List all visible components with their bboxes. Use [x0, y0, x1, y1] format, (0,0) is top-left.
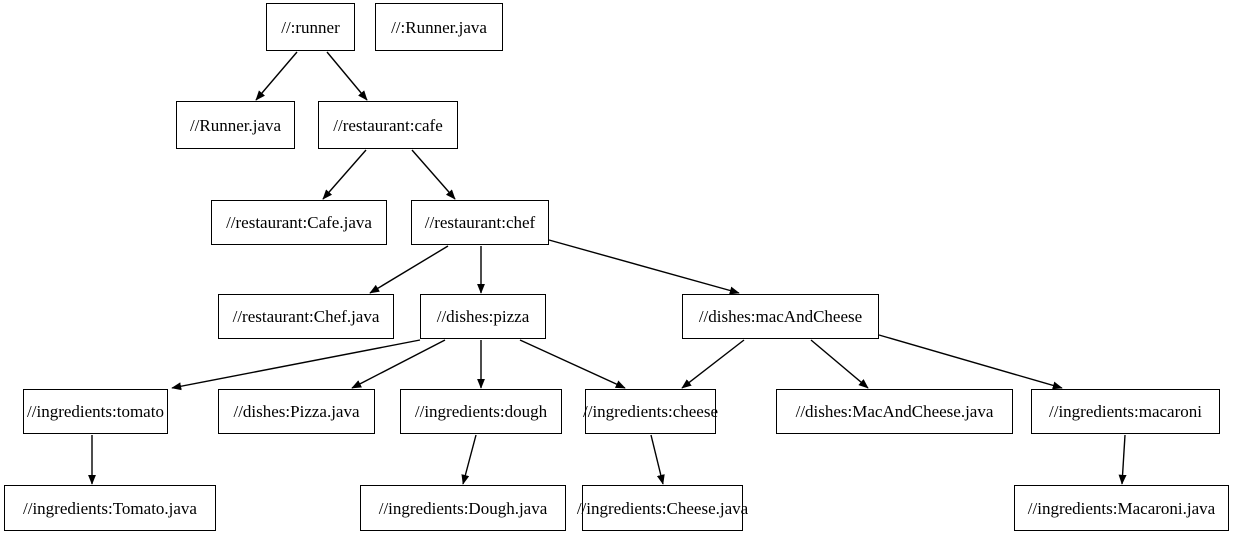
- graph-node-restaurant_cafe[interactable]: //restaurant:cafe: [318, 101, 458, 149]
- graph-node-dishes_pizza_java[interactable]: //dishes:Pizza.java: [218, 389, 375, 434]
- graph-node-label: //restaurant:chef: [424, 213, 536, 232]
- graph-node-label: //ingredients:tomato: [27, 402, 164, 421]
- graph-node-label: //dishes:macAndCheese: [698, 307, 863, 326]
- graph-node-restaurant_chef[interactable]: //restaurant:chef: [411, 200, 549, 245]
- graph-node-ing_macaroni[interactable]: //ingredients:macaroni: [1031, 389, 1220, 434]
- graph-node-label: //restaurant:cafe: [333, 115, 443, 135]
- graph-node-runner_java[interactable]: //Runner.java: [176, 101, 295, 149]
- graph-node-label: //ingredients:Dough.java: [378, 498, 548, 518]
- graph-node-label: //dishes:MacAndCheese.java: [795, 402, 994, 421]
- graph-node-label: //ingredients:macaroni: [1049, 402, 1202, 421]
- graph-node-ing_dough[interactable]: //ingredients:dough: [400, 389, 562, 434]
- graph-node-dishes_macandcheese_java[interactable]: //dishes:MacAndCheese.java: [776, 389, 1013, 434]
- graph-node-label: //ingredients:Macaroni.java: [1027, 498, 1216, 518]
- graph-node-runner_java_root[interactable]: //:Runner.java: [375, 3, 503, 51]
- graph-node-ing_tomato[interactable]: //ingredients:tomato: [23, 389, 168, 434]
- graph-node-label: //dishes:pizza: [436, 307, 530, 326]
- graph-node-label: //restaurant:Chef.java: [232, 307, 380, 326]
- graph-node-runner[interactable]: //:runner: [266, 3, 355, 51]
- graph-node-restaurant_cafe_java[interactable]: //restaurant:Cafe.java: [211, 200, 387, 245]
- graph-node-label: //Runner.java: [189, 115, 282, 135]
- graph-node-ing_cheese[interactable]: //ingredients:cheese: [583, 389, 719, 434]
- graph-node-label: //:runner: [281, 17, 340, 37]
- graph-node-label: //ingredients:Tomato.java: [23, 498, 197, 518]
- graph-node-restaurant_chef_java[interactable]: //restaurant:Chef.java: [218, 294, 394, 339]
- graph-node-dishes_macandcheese[interactable]: //dishes:macAndCheese: [682, 294, 879, 339]
- graph-node-label: //ingredients:dough: [414, 402, 548, 421]
- graph-node-label: //restaurant:Cafe.java: [226, 213, 372, 232]
- graph-node-label: //ingredients:cheese: [583, 402, 719, 421]
- graph-node-dishes_pizza[interactable]: //dishes:pizza: [420, 294, 546, 339]
- graph-node-ing_dough_java[interactable]: //ingredients:Dough.java: [360, 485, 566, 531]
- graph-node-ing_cheese_java[interactable]: //ingredients:Cheese.java: [577, 485, 748, 531]
- graph-node-ing_macaroni_java[interactable]: //ingredients:Macaroni.java: [1014, 485, 1229, 531]
- graph-node-ing_tomato_java[interactable]: //ingredients:Tomato.java: [4, 485, 216, 531]
- graph-node-label: //ingredients:Cheese.java: [576, 498, 749, 518]
- graph-node-label: //dishes:Pizza.java: [233, 402, 360, 421]
- graph-node-label: //:Runner.java: [391, 17, 487, 37]
